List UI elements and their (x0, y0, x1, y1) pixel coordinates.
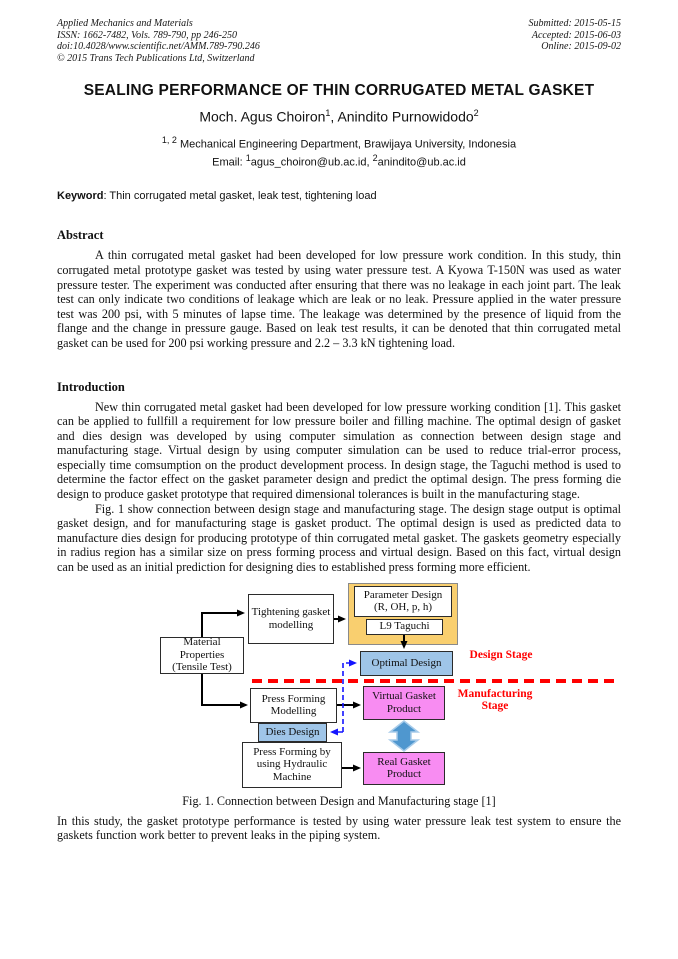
introduction-heading: Introduction (57, 379, 125, 394)
figure-1-diagram: Material Properties (Tensile Test) Tight… (155, 578, 625, 791)
introduction-paragraph-1: New thin corrugated metal gasket had bee… (57, 399, 621, 502)
paper-title: SEALING PERFORMANCE OF THIN CORRUGATED M… (83, 82, 595, 100)
email-1-sup: 1 (245, 153, 251, 164)
journal-copyright: © 2015 Trans Tech Publications Ltd, Swit… (57, 52, 255, 64)
abstract-paragraph: A thin corrugated metal gasket had been … (57, 248, 621, 350)
affiliation-sup: 1, 2 (161, 135, 177, 146)
keyword-text: : Thin corrugated metal gasket, leak tes… (103, 190, 377, 203)
figure-1-caption: Fig. 1. Connection between Design and Ma… (182, 793, 496, 808)
submission-dates: Submitted: 2015-05-15 Accepted: 2015-06-… (529, 18, 622, 64)
node-dies-design: Dies Design (258, 722, 327, 742)
keyword-label: Keyword (57, 190, 104, 203)
abstract-heading: Abstract (57, 228, 104, 243)
email-separator: , (366, 156, 373, 169)
node-press-forming-hydraulic: Press Forming by using Hydraulic Machine (242, 741, 342, 788)
journal-doi: doi:10.4028/www.scientific.net/AMM.789-7… (57, 41, 260, 53)
node-real-gasket-product: Real Gasket Product (363, 751, 445, 785)
journal-name: Applied Mechanics and Materials (57, 18, 193, 29)
node-virtual-gasket-product: Virtual Gasket Product (363, 685, 445, 720)
affiliation-text: Mechanical Engineering Department, Brawi… (176, 138, 517, 151)
node-l9-taguchi: L9 Taguchi (366, 618, 443, 635)
node-press-forming-modelling: Press Forming Modelling (250, 687, 337, 723)
email-line: Email: 1agus_choiron@ub.ac.id, 2anindito… (57, 152, 621, 170)
author-2: Anindito Purnowidodo (337, 109, 474, 126)
author-separator: , (330, 109, 338, 126)
journal-info: Applied Mechanics and Materials ISSN: 16… (57, 18, 260, 64)
accepted-date: Accepted: 2015-06-03 (531, 29, 621, 41)
affiliation-line: 1, 2 Mechanical Engineering Department, … (57, 134, 621, 152)
author-line: Moch. Agus Choiron1, Anindito Purnowidod… (57, 108, 621, 125)
dashed-arrow-to-optimal (342, 659, 357, 732)
email-2-sup: 2 (372, 153, 378, 164)
design-stage-label: Design Stage (469, 648, 533, 661)
online-date: Online: 2015-09-02 (541, 41, 621, 53)
node-tightening-gasket-modelling: Tightening gasket modelling (248, 593, 334, 644)
arrow-material-to-press-forming (201, 673, 248, 709)
node-material-properties: Material Properties (Tensile Test) (160, 636, 244, 674)
author-1: Moch. Agus Choiron (199, 109, 326, 126)
author-2-sup: 2 (473, 108, 479, 119)
closing-paragraph: In this study, the gasket prototype perf… (57, 813, 621, 843)
email-2: anindito@ub.ac.id (377, 156, 466, 169)
manufacturing-stage-label: Manufacturing Stage (457, 687, 533, 713)
author-1-sup: 1 (325, 108, 331, 119)
journal-issn: ISSN: 1662-7482, Vols. 789-790, pp 246-2… (57, 29, 237, 41)
node-optimal-design: Optimal Design (360, 650, 453, 676)
email-label: Email: (212, 156, 246, 169)
submitted-date: Submitted: 2015-05-15 (528, 18, 622, 29)
keyword-line: Keyword: Thin corrugated metal gasket, l… (57, 190, 621, 202)
introduction-paragraph-2: Fig. 1 show connection between design st… (57, 501, 621, 575)
arrow-material-to-tightening (201, 609, 245, 637)
virtual-real-double-arrow (387, 719, 421, 752)
email-1: agus_choiron@ub.ac.id (250, 156, 367, 169)
node-parameter-design: Parameter Design (R, OH, p, h) (354, 585, 452, 617)
journal-header: Applied Mechanics and Materials ISSN: 16… (57, 18, 621, 64)
